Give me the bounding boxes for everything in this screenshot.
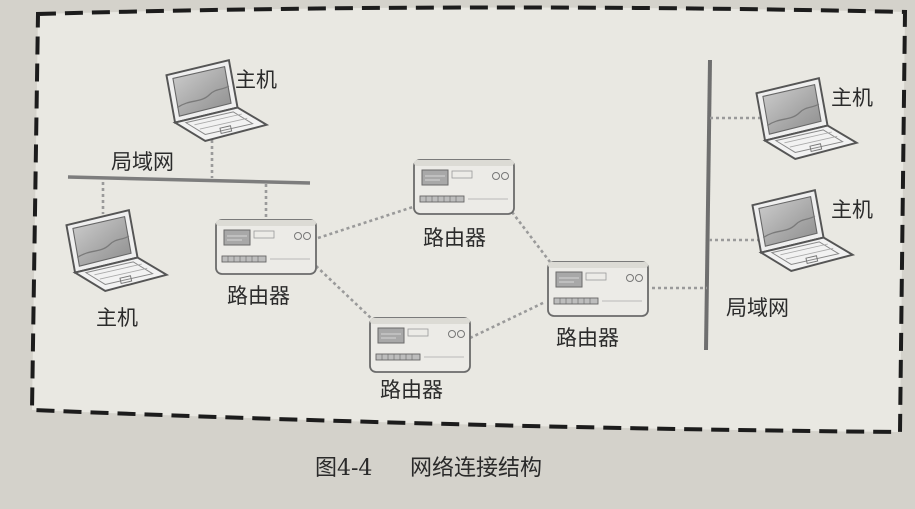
lan-right-label: 局域网: [726, 296, 789, 320]
router-1-icon: [215, 219, 317, 275]
figure-number: 图4-4: [315, 456, 373, 481]
host-2-label: 主机: [96, 306, 138, 330]
figure-caption: 网络连接结构: [410, 456, 543, 481]
router-4-label: 路由器: [556, 326, 619, 350]
router-2-label: 路由器: [423, 226, 486, 250]
router-2-icon: [413, 159, 515, 215]
link-router2-router4: [510, 211, 552, 263]
lan-bus-left: [67, 175, 311, 185]
host-1-label: 主机: [235, 68, 277, 92]
lan-left-label: 局域网: [111, 150, 174, 174]
router-3-label: 路由器: [380, 378, 443, 402]
link-router1-router2: [317, 204, 417, 240]
host-4-label: 主机: [831, 198, 873, 222]
lan-bus-right: [704, 59, 712, 351]
host-3-label: 主机: [831, 86, 873, 110]
link-router1-router3: [315, 265, 374, 321]
link-router3-router4: [469, 300, 546, 340]
figure-panel: [29, 5, 908, 435]
router-1-label: 路由器: [227, 284, 290, 308]
router-4-icon: [547, 261, 649, 317]
router-3-icon: [369, 317, 471, 373]
